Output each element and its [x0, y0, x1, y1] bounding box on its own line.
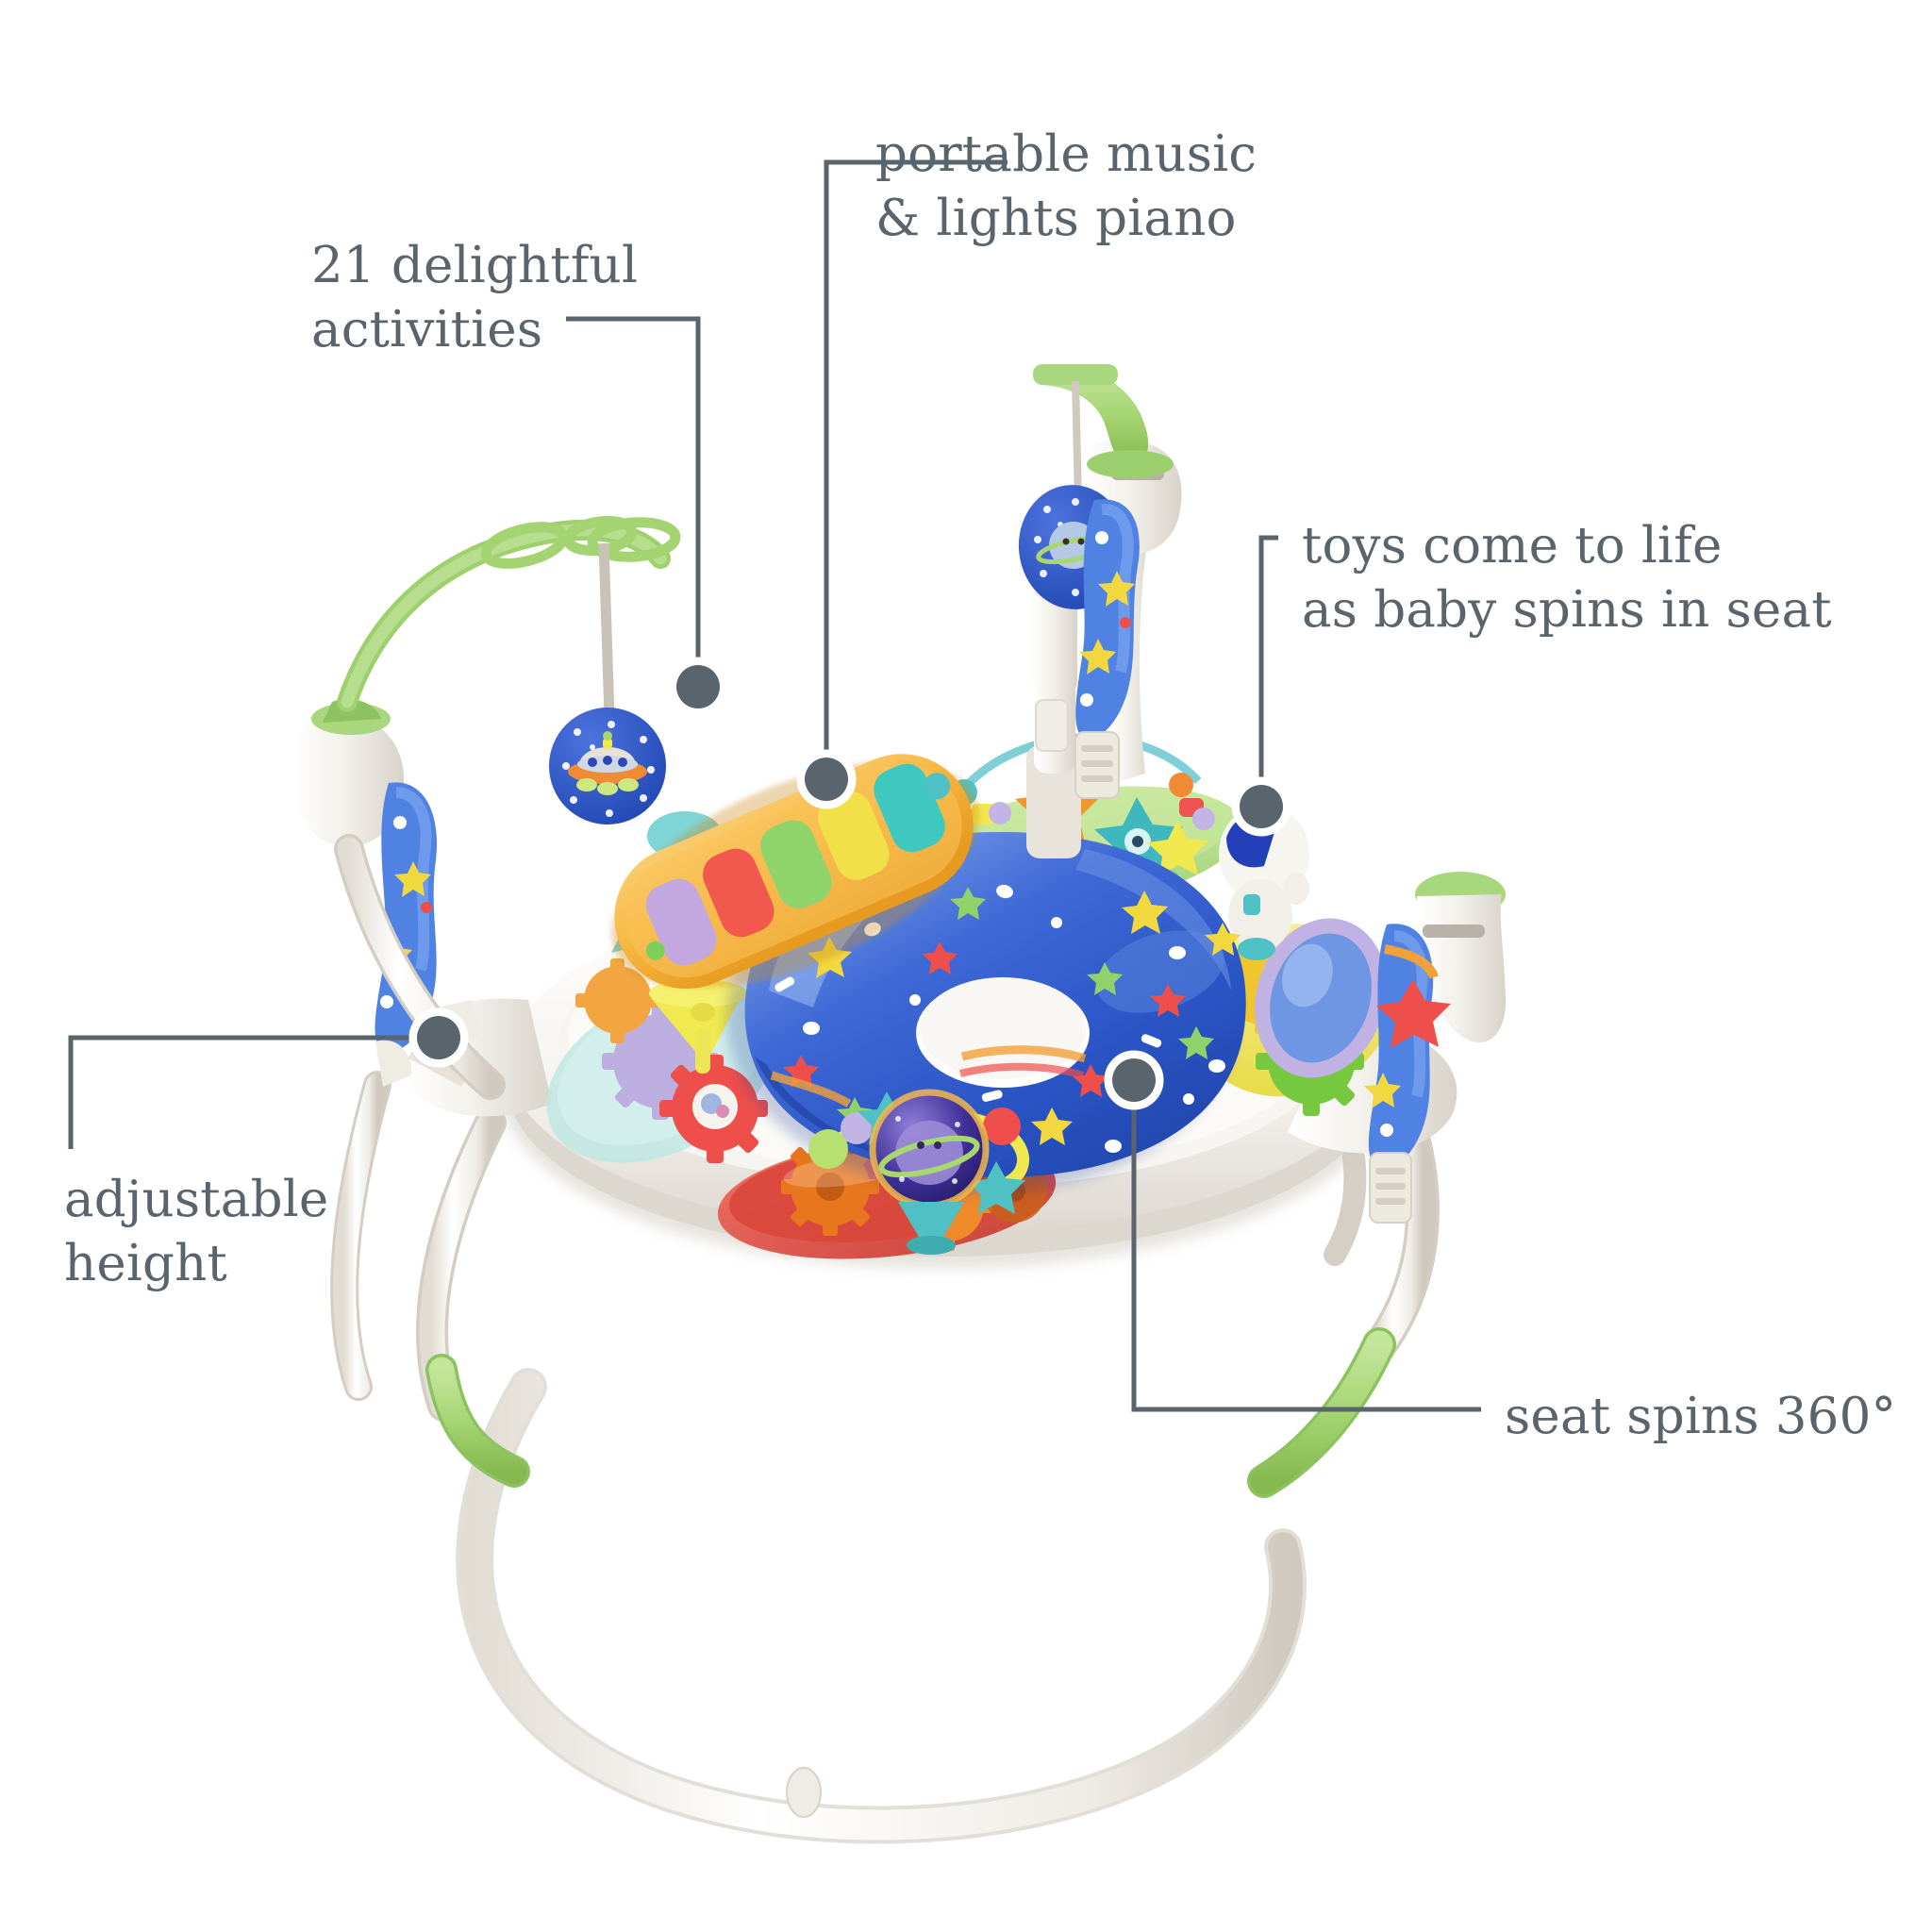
strap-buckle-far-right: [1369, 1152, 1412, 1224]
mirror-ring: [1255, 918, 1387, 1078]
gear-red-sticker: [659, 1055, 768, 1163]
base-ring: [456, 1368, 1307, 1844]
blue-fabric-sleeve-right: [1075, 499, 1140, 740]
callout-label-adjustable-height: adjustable height: [64, 1171, 329, 1292]
callout-label-toys-spin: toys come to life as baby spins in seat: [1302, 517, 1832, 639]
strap-buckle-right: [1074, 731, 1120, 799]
gear-orange-left: [575, 958, 660, 1043]
piano-panel: [611, 754, 980, 990]
callout-label-activities: 21 delightful activities: [311, 237, 639, 358]
right-upright-post: [1018, 364, 1182, 799]
ufo-tag: [549, 708, 666, 824]
bead-spinner-toy: [808, 1089, 1029, 1255]
callout-label-piano: portable music & lights piano: [875, 125, 1257, 247]
callout-label-seat-spins: seat spins 360°: [1505, 1388, 1897, 1445]
